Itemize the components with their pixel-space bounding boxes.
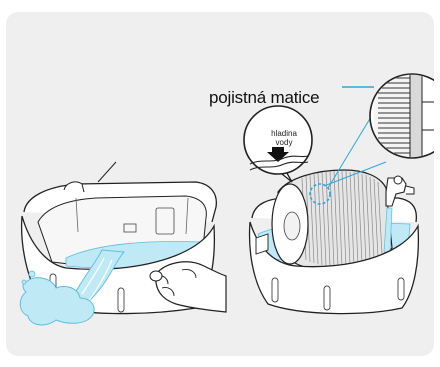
lock-nut-label: pojistná matice xyxy=(209,88,319,108)
water-level-label-line1: hladina xyxy=(254,129,314,138)
illustration-svg xyxy=(6,12,434,356)
illustration-panel: pojistná matice hladina vody xyxy=(6,12,434,356)
right-tray-illustration xyxy=(250,170,419,314)
water-level-label-line2: vody xyxy=(254,138,314,147)
left-tray-illustration xyxy=(20,162,226,325)
